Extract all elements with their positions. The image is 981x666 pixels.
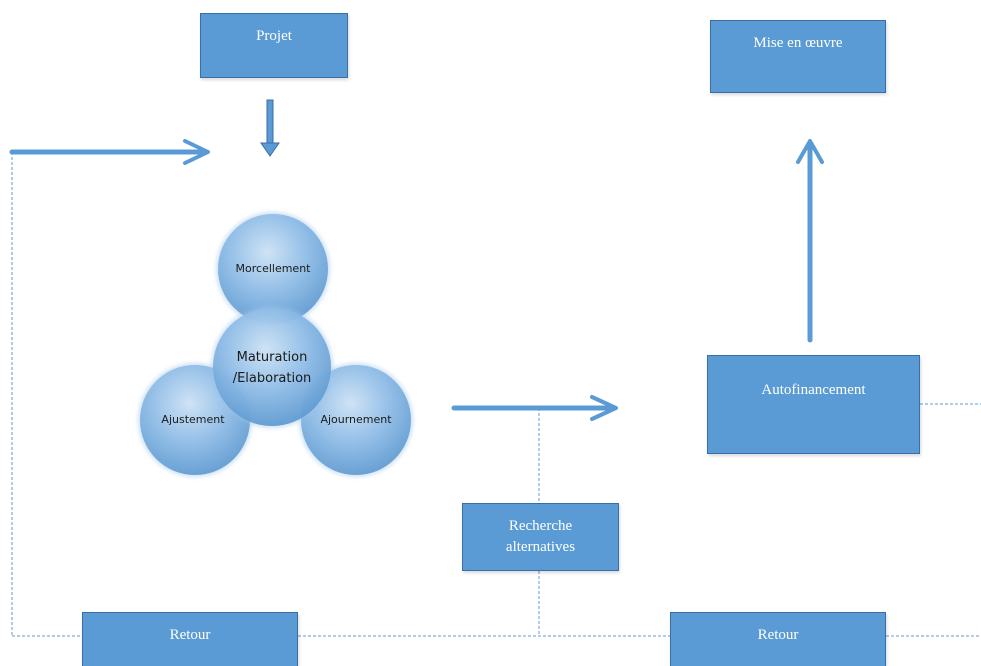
bubble-ajournement [301, 365, 411, 475]
ajournement-label: Ajournement [320, 413, 392, 426]
autofinancement-label: Autofinancement [761, 382, 866, 398]
retour-right-label: Retour [757, 627, 799, 643]
retour-left-label: Retour [169, 627, 211, 643]
retour-right-box: Retour [670, 612, 886, 666]
maturation-label: Maturation /Elaboration [222, 347, 322, 389]
arrow-to-autofinancement-head [590, 395, 618, 421]
bubble-morcellement [218, 214, 328, 324]
dashed-feedback-lines [11, 152, 981, 637]
maturation-line2: /Elaboration [232, 371, 312, 386]
projet-down-arrow [260, 99, 280, 157]
recherche-label-line2: alternatives [505, 539, 576, 555]
recherche-label-line1: Recherche [508, 518, 573, 534]
autofinancement-box: Autofinancement [707, 355, 920, 454]
arrow-to-mise-en-oeuvre-head [796, 139, 824, 164]
bubble-maturation [213, 308, 331, 426]
solid-arrows [9, 139, 824, 421]
morcellement-label: Morcellement [235, 262, 311, 275]
arrow-feedback-in-head [183, 139, 210, 165]
recherche-alternatives-box: Recherche alternatives [462, 503, 619, 571]
projet-box: Projet [200, 13, 348, 78]
mise-en-oeuvre-box: Mise en œuvre [710, 20, 886, 93]
projet-label: Projet [256, 28, 292, 44]
mise-en-oeuvre-label: Mise en œuvre [753, 35, 843, 51]
process-bubbles [138, 212, 413, 477]
ajustement-label: Ajustement [161, 413, 225, 426]
maturation-line1: Maturation [236, 350, 308, 365]
retour-left-box: Retour [82, 612, 298, 666]
